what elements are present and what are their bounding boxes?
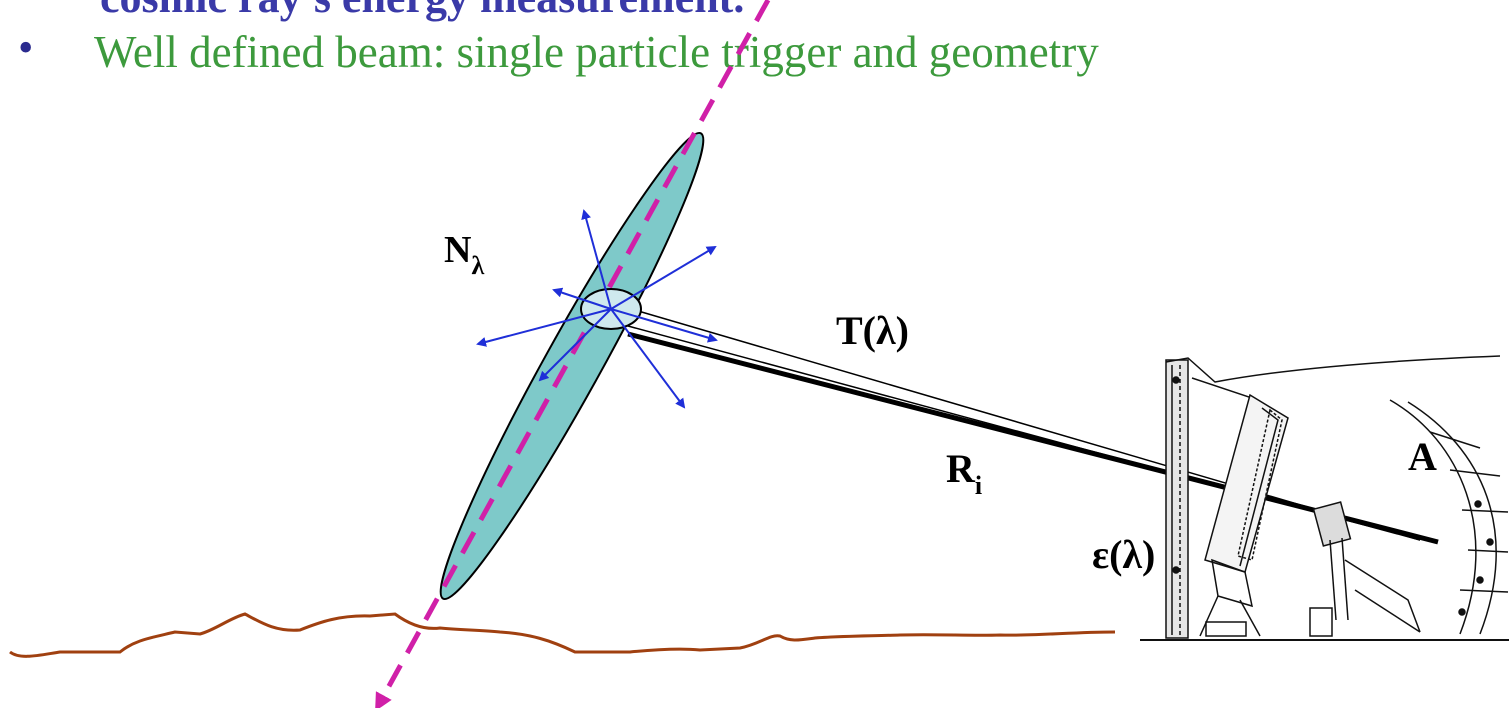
light-rays [627, 307, 1439, 545]
bullet-text: Well defined beam: single particle trigg… [94, 27, 1099, 77]
particle-track [375, 0, 771, 708]
air-shower-ellipse-icon [439, 131, 705, 601]
ground-line-icon [9, 612, 1116, 658]
emission-arrows [476, 209, 718, 409]
area-label: A [1408, 434, 1437, 479]
slide-top-line: cosmic ray's energy measurement. [100, 0, 744, 23]
n-lambda-label: Nλ [444, 229, 484, 280]
efficiency-label: ε(λ) [1092, 532, 1155, 577]
bullet-dot-icon: • [18, 23, 34, 72]
telescope-drawing-icon [1140, 355, 1509, 641]
distance-label: Ri [946, 446, 982, 500]
transmission-label: T(λ) [836, 308, 909, 353]
